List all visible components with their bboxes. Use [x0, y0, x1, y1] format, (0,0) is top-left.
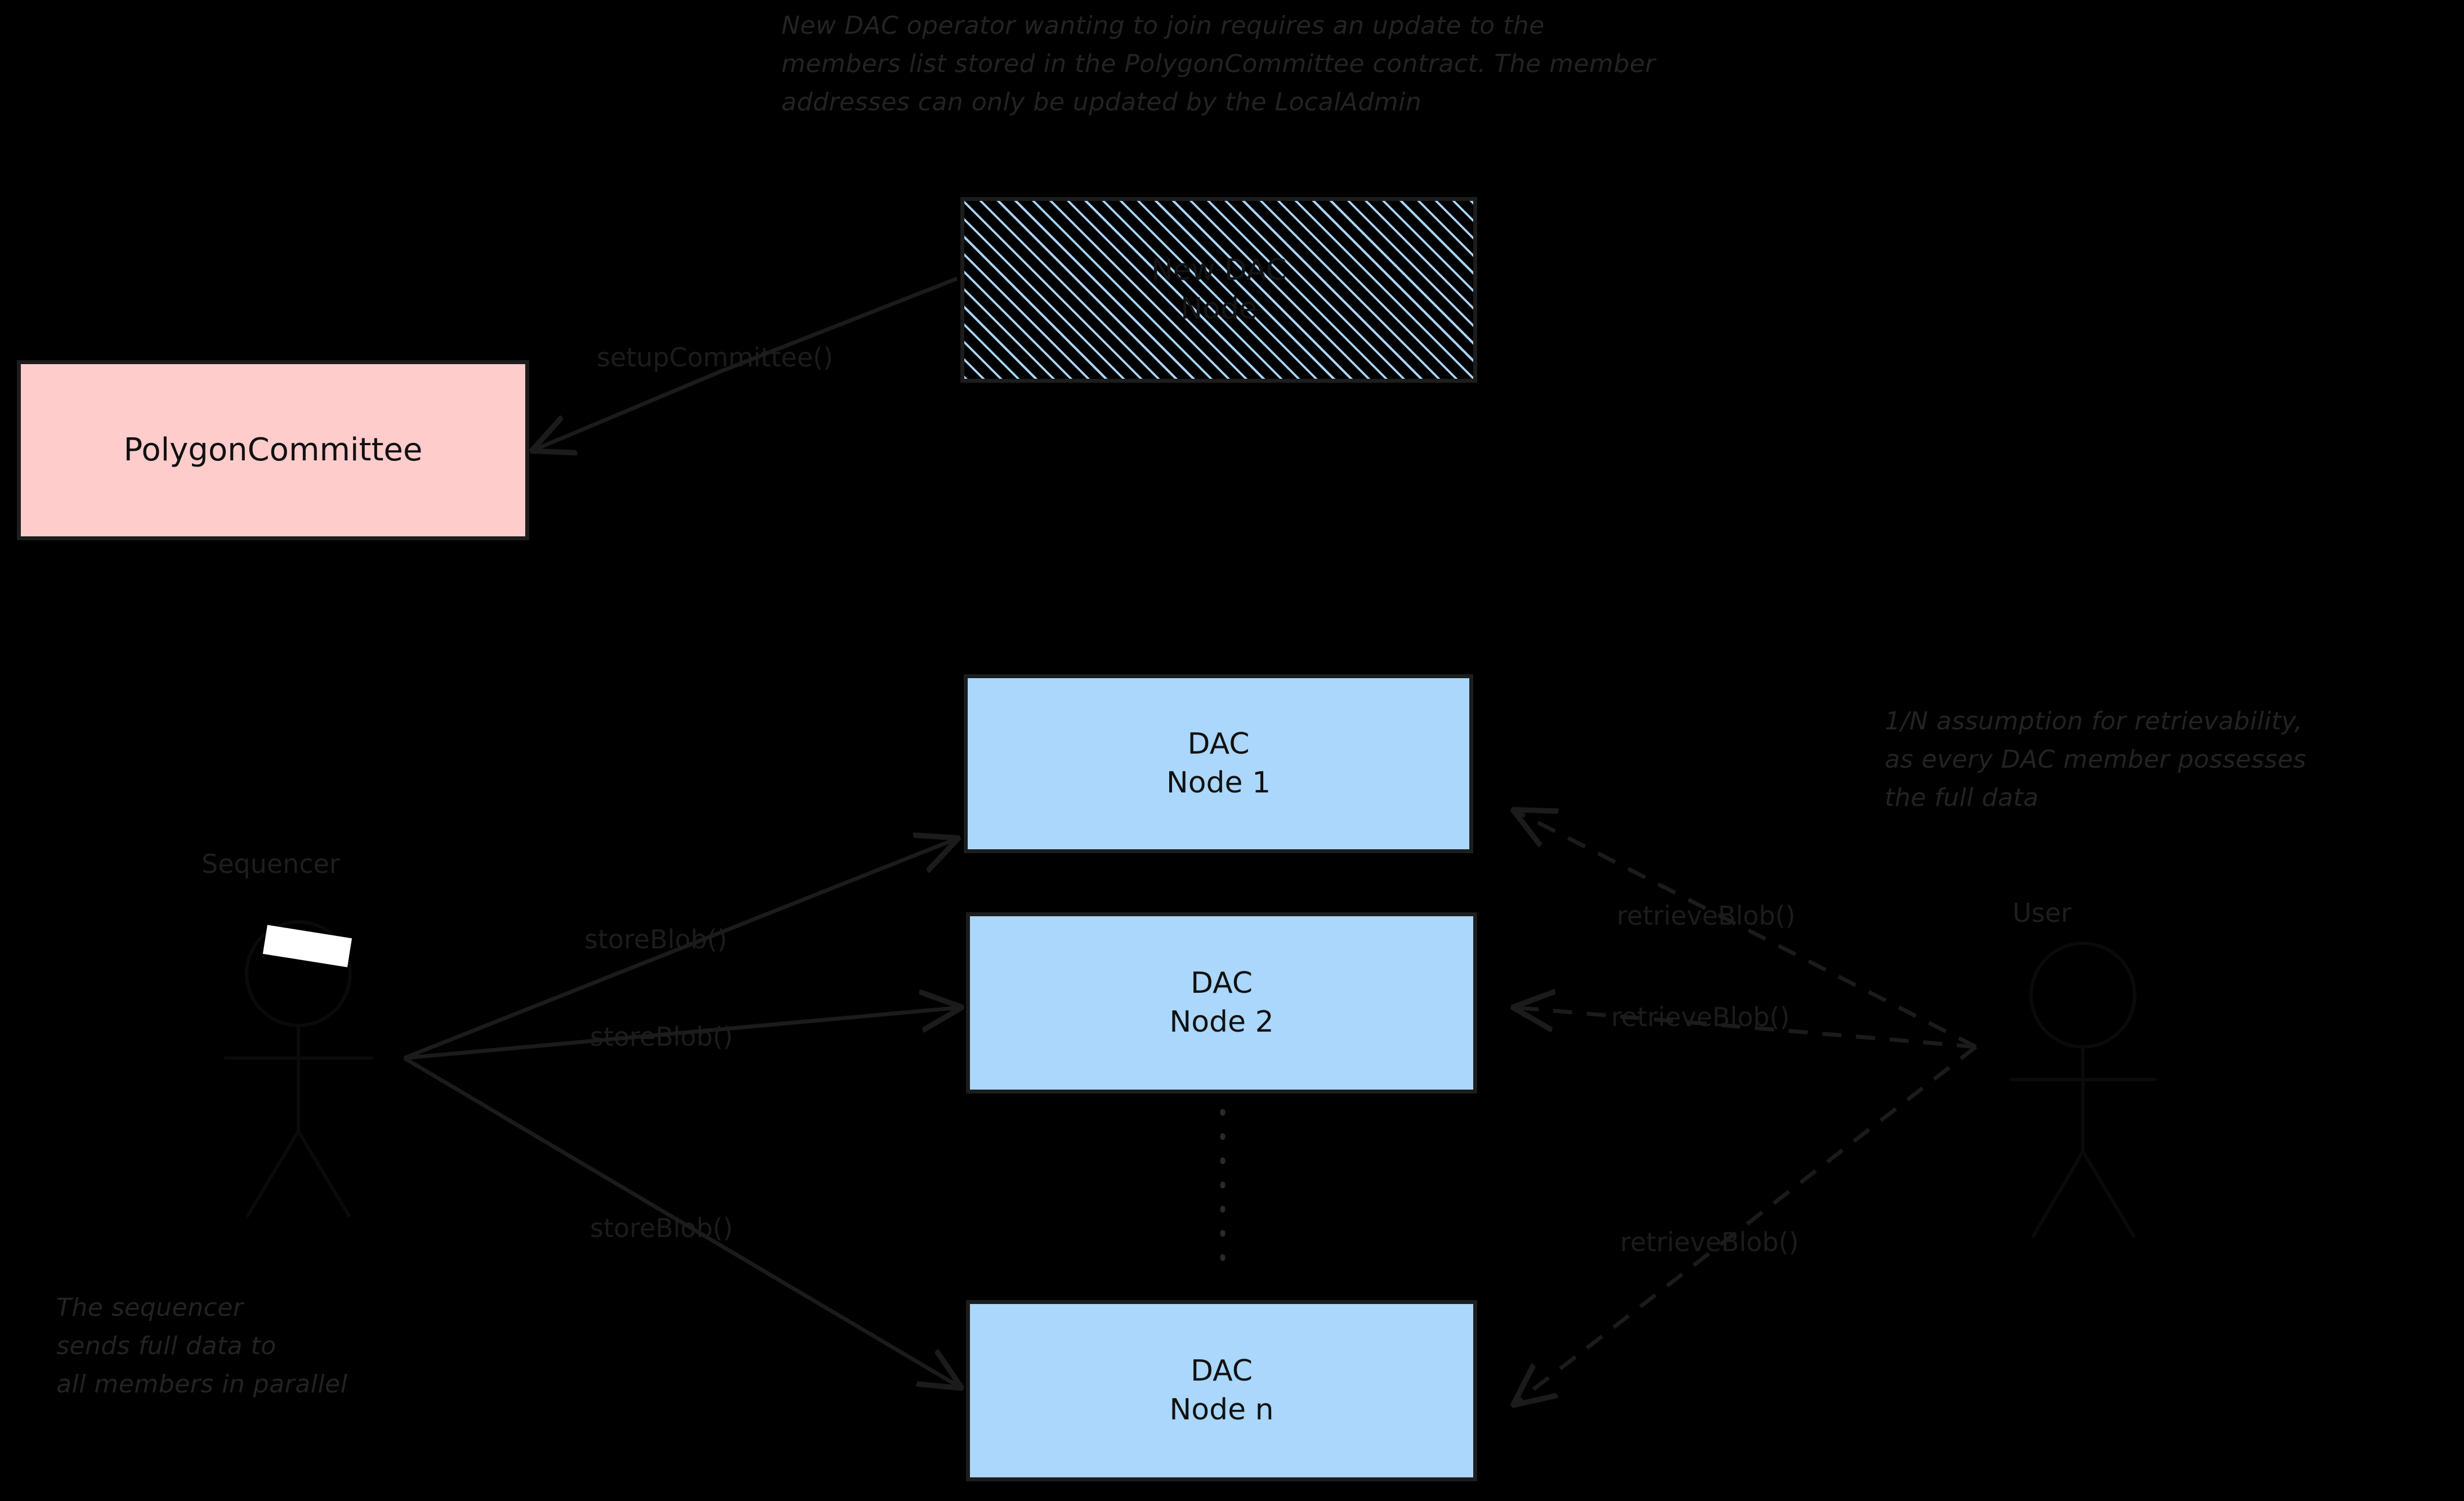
edge-label-retrieve-blob-3: retrieveBlob() — [1620, 1227, 1799, 1257]
new-dac-node-label-line1: New DAC — [1151, 253, 1287, 288]
dac-node-2-label-line1: DAC — [1190, 966, 1253, 1001]
node-dac-node-n[interactable]: DAC Node n — [966, 1300, 1477, 1481]
sequencer-badge-icon — [262, 925, 352, 967]
edge-label-store-blob-3: storeBlob() — [590, 1213, 733, 1243]
sequencer-label: Sequencer — [202, 849, 340, 879]
new-dac-node-label-line2: Node — [1180, 292, 1257, 326]
node-polygon-committee[interactable]: PolygonCommittee — [17, 360, 529, 540]
edge-label-retrieve-blob-1: retrieveBlob() — [1617, 900, 1796, 931]
node-new-dac-node[interactable]: New DAC Node — [960, 197, 1477, 383]
node-dac-node-1[interactable]: DAC Node 1 — [964, 674, 1473, 853]
edge-label-store-blob-1: storeBlob() — [584, 924, 727, 955]
dac-node-n-label-line2: Node n — [1169, 1393, 1274, 1427]
annotation-note-right: 1/N assumption for retrievability, as ev… — [1885, 707, 2306, 813]
dac-node-1-label-line1: DAC — [1187, 727, 1250, 761]
annotation-note-bottom: The sequencer sends full data to all mem… — [56, 1293, 348, 1399]
dac-node-1-label-line2: Node 1 — [1166, 766, 1271, 800]
new-dac-node-label-wrap: New DAC Node — [1151, 251, 1286, 328]
node-dac-node-2[interactable]: DAC Node 2 — [966, 912, 1477, 1094]
edge-label-retrieve-blob-2: retrieveBlob() — [1611, 1002, 1790, 1032]
sequencer-figure-strokes — [223, 920, 373, 1217]
user-figure-strokes — [2009, 942, 2157, 1238]
edge-label-store-blob-2: storeBlob() — [590, 1021, 733, 1052]
dac-node-2-label-line2: Node 2 — [1169, 1005, 1274, 1039]
dac-node-n-label-line1: DAC — [1190, 1354, 1253, 1388]
edge-label-setup-committee: setupCommittee() — [597, 342, 833, 373]
polygon-committee-label: PolygonCommittee — [123, 432, 423, 469]
user-label: User — [2013, 898, 2072, 928]
annotation-note-top: New DAC operator wanting to join require… — [781, 11, 1656, 117]
edge-retrieve-blob-3 — [1514, 1045, 1978, 1404]
